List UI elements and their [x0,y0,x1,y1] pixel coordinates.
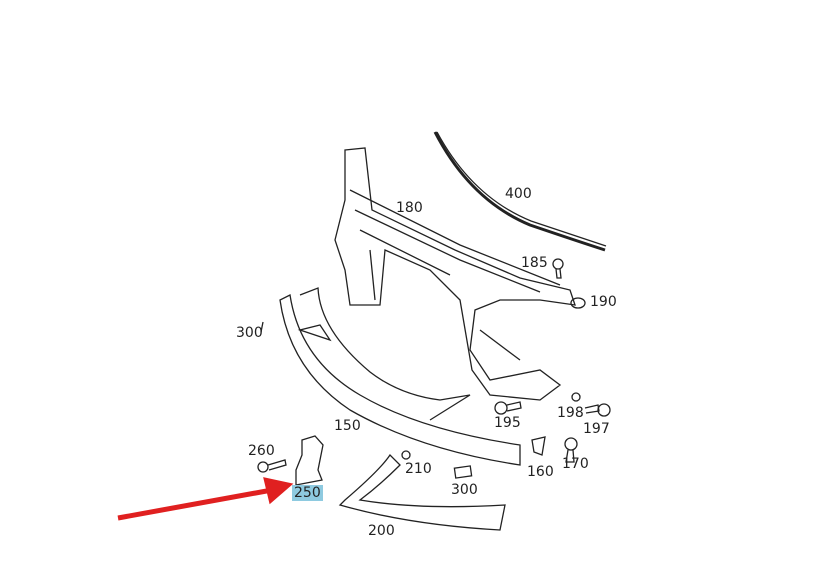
label-260: 260 [248,443,275,459]
label-250-highlighted: 250 [292,485,323,501]
bolt-260 [257,459,287,473]
clip-210 [401,450,411,460]
label-300: 300 [236,325,263,341]
clip-300 [453,465,473,479]
label-150: 150 [334,418,361,434]
label-400: 400 [505,186,532,202]
label-300-clip: 300 [451,482,478,498]
label-197: 197 [583,421,610,437]
label-190: 190 [590,294,617,310]
label-198: 198 [557,405,584,421]
label-160: 160 [527,464,554,480]
screw-195 [494,401,522,415]
bumper-150 [279,287,521,466]
label-180: 180 [396,200,423,216]
clip-160 [531,436,546,456]
label-195: 195 [494,415,521,431]
spoiler-200 [338,453,506,531]
label-170: 170 [562,456,589,472]
bolt-197 [584,403,611,417]
leader-300 [260,321,264,333]
bolt-185 [552,258,564,279]
label-185: 185 [521,255,548,271]
seal-400-inner [436,131,607,247]
washer-198 [571,392,581,402]
label-200: 200 [368,523,395,539]
seal-400 [433,131,606,252]
screw-170 [564,437,578,463]
red-arrow-icon [117,477,294,521]
bracket-250 [295,435,324,486]
front-carrier-180 [334,147,576,401]
label-210: 210 [405,461,432,477]
nut-190 [570,297,586,309]
